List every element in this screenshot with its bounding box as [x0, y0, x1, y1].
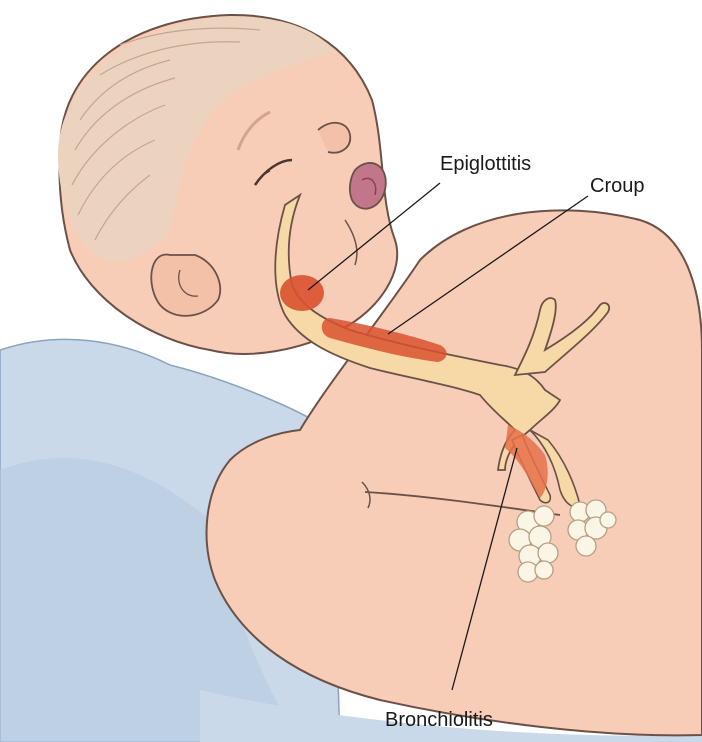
croup-label: Croup: [590, 175, 644, 197]
bronchiolitis-label: Bronchiolitis: [385, 709, 493, 731]
baby-head: [58, 15, 397, 354]
epiglottitis-label: Epiglottitis: [440, 153, 531, 175]
